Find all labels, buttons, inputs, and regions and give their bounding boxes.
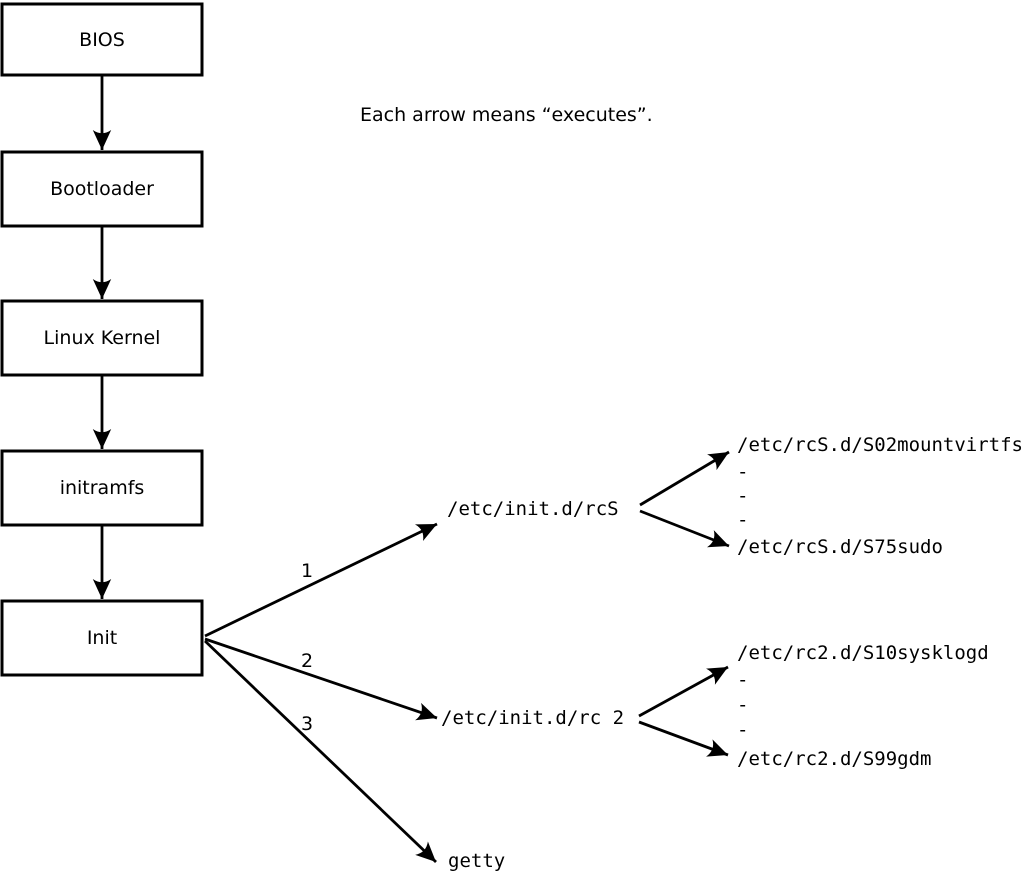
- target-rcs-label: /etc/init.d/rcS: [447, 498, 619, 520]
- node-bios: BIOS: [0, 2, 204, 77]
- rc2-ellipsis-dash: -: [737, 694, 748, 716]
- init-box: [0, 599, 204, 677]
- flow-column: BIOS Bootloader Linux Kernel initramfs I…: [0, 2, 204, 677]
- initramfs-label: initramfs: [60, 477, 145, 499]
- linux-kernel-label: Linux Kernel: [44, 327, 161, 349]
- bootloader-label: Bootloader: [50, 178, 154, 200]
- rc2-last-script: /etc/rc2.d/S99gdm: [737, 748, 931, 770]
- rcs-fork: /etc/rcS.d/S02mountvirtfs - - - /etc/rcS…: [639, 434, 1023, 558]
- linux-kernel-box: [0, 299, 204, 377]
- node-linux-kernel: Linux Kernel: [0, 299, 204, 377]
- arrow-rc2-to-last: [638, 720, 729, 757]
- node-bootloader: Bootloader: [0, 150, 204, 228]
- arrow-rcs-to-last: [639, 509, 730, 548]
- branch-number-1: 1: [301, 560, 313, 582]
- rc2-ellipsis-dash: -: [737, 669, 748, 691]
- rc2-ellipsis-dash: -: [737, 719, 748, 741]
- legend-note: Each arrow means “executes”.: [360, 104, 653, 126]
- target-getty-label: getty: [448, 850, 505, 872]
- rcs-first-script: /etc/rcS.d/S02mountvirtfs: [737, 434, 1023, 456]
- rcs-ellipsis-dash: -: [737, 485, 748, 507]
- rcs-ellipsis-dash: -: [737, 461, 748, 483]
- bios-label: BIOS: [79, 29, 125, 51]
- branch-number-2: 2: [301, 650, 313, 672]
- bios-box: [0, 2, 204, 77]
- arrow-rcs-to-first: [639, 450, 730, 507]
- init-label: Init: [87, 627, 117, 649]
- target-rc2-label: /etc/init.d/rc 2: [441, 707, 624, 729]
- branch-number-3: 3: [301, 713, 313, 735]
- arrow-init-to-getty: [204, 639, 437, 864]
- rc2-fork: /etc/rc2.d/S10sysklogd - - - /etc/rc2.d/…: [638, 642, 989, 770]
- rc2-first-script: /etc/rc2.d/S10sysklogd: [737, 642, 989, 664]
- init-branches: 1 /etc/init.d/rcS 2 /etc/init.d/rc 2 3 g…: [204, 498, 624, 872]
- rcs-ellipsis-dash: -: [737, 509, 748, 531]
- node-init: Init: [0, 599, 204, 677]
- arrow-rc2-to-first: [638, 665, 729, 718]
- arrow-init-to-rcs: [204, 522, 438, 638]
- node-initramfs: initramfs: [0, 449, 204, 527]
- bootloader-box: [0, 150, 204, 228]
- arrow-init-to-rc2: [204, 637, 438, 721]
- rcs-last-script: /etc/rcS.d/S75sudo: [737, 536, 943, 558]
